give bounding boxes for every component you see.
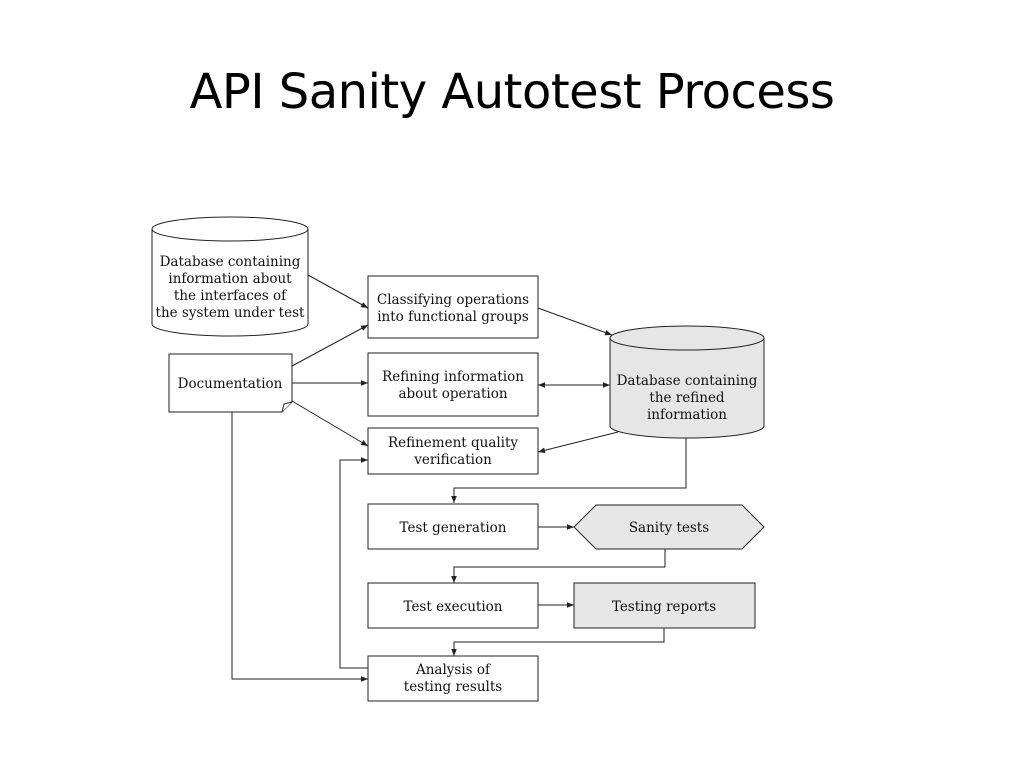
edge-db-interfaces-to-classifying [307,274,369,309]
node-db-refined: Database containing the refined informat… [609,325,765,439]
edge-testing-reports-to-analysis [451,628,665,656]
slide-title: API Sanity Autotest Process [189,64,835,120]
edges [231,274,687,682]
node-documentation-line-1: Documentation [178,376,283,392]
node-analysis-line-2: testing results [404,679,503,695]
node-testing-reports: Testing reports [573,582,756,629]
edge-classifying-to-db-refined [537,307,613,336]
node-test-execution: Test execution [367,582,539,629]
node-db-refined-line-2: the refined [649,390,725,406]
node-sanity-tests-line-1: Sanity tests [629,520,709,536]
node-test-execution-line-1: Test execution [403,599,502,615]
node-analysis: Analysis of testing results [367,655,539,702]
node-documentation: Documentation [168,353,293,413]
edge-documentation-to-classifying [291,324,369,367]
node-test-generation-line-1: Test generation [400,520,507,536]
node-refining: Refining information about operation [367,352,539,417]
edge-db-refined-to-test-generation [451,438,687,503]
node-classifying-line-1: Classifying operations [377,292,529,308]
node-db-refined-line-1: Database containing [617,373,758,389]
node-sanity-tests: Sanity tests [573,504,765,550]
node-db-interfaces-line-1: Database containing [160,254,301,270]
node-classifying-line-2: into functional groups [377,309,529,325]
node-quality-line-1: Refinement quality [388,435,518,451]
node-db-interfaces-line-3: the interfaces of [174,288,287,304]
edge-db-refined-to-quality [537,431,619,454]
node-quality-line-2: verification [413,452,492,468]
node-analysis-line-1: Analysis of [415,662,491,678]
node-test-generation: Test generation [367,503,539,550]
edge-analysis-to-quality [339,457,368,669]
node-refining-line-1: Refining information [382,369,524,385]
edge-sanity-tests-to-test-execution [451,549,666,583]
node-db-interfaces: Database containing information about th… [151,216,309,337]
edge-documentation-to-analysis [231,412,368,682]
node-db-interfaces-line-4: the system under test [156,305,305,321]
node-classifying: Classifying operations into functional g… [367,275,539,339]
node-db-interfaces-line-2: information about [168,271,292,287]
node-testing-reports-line-1: Testing reports [612,599,716,615]
node-quality: Refinement quality verification [367,427,539,475]
node-refining-line-2: about operation [398,386,507,402]
node-db-refined-line-3: information [647,407,727,423]
edge-documentation-to-quality [291,400,369,447]
